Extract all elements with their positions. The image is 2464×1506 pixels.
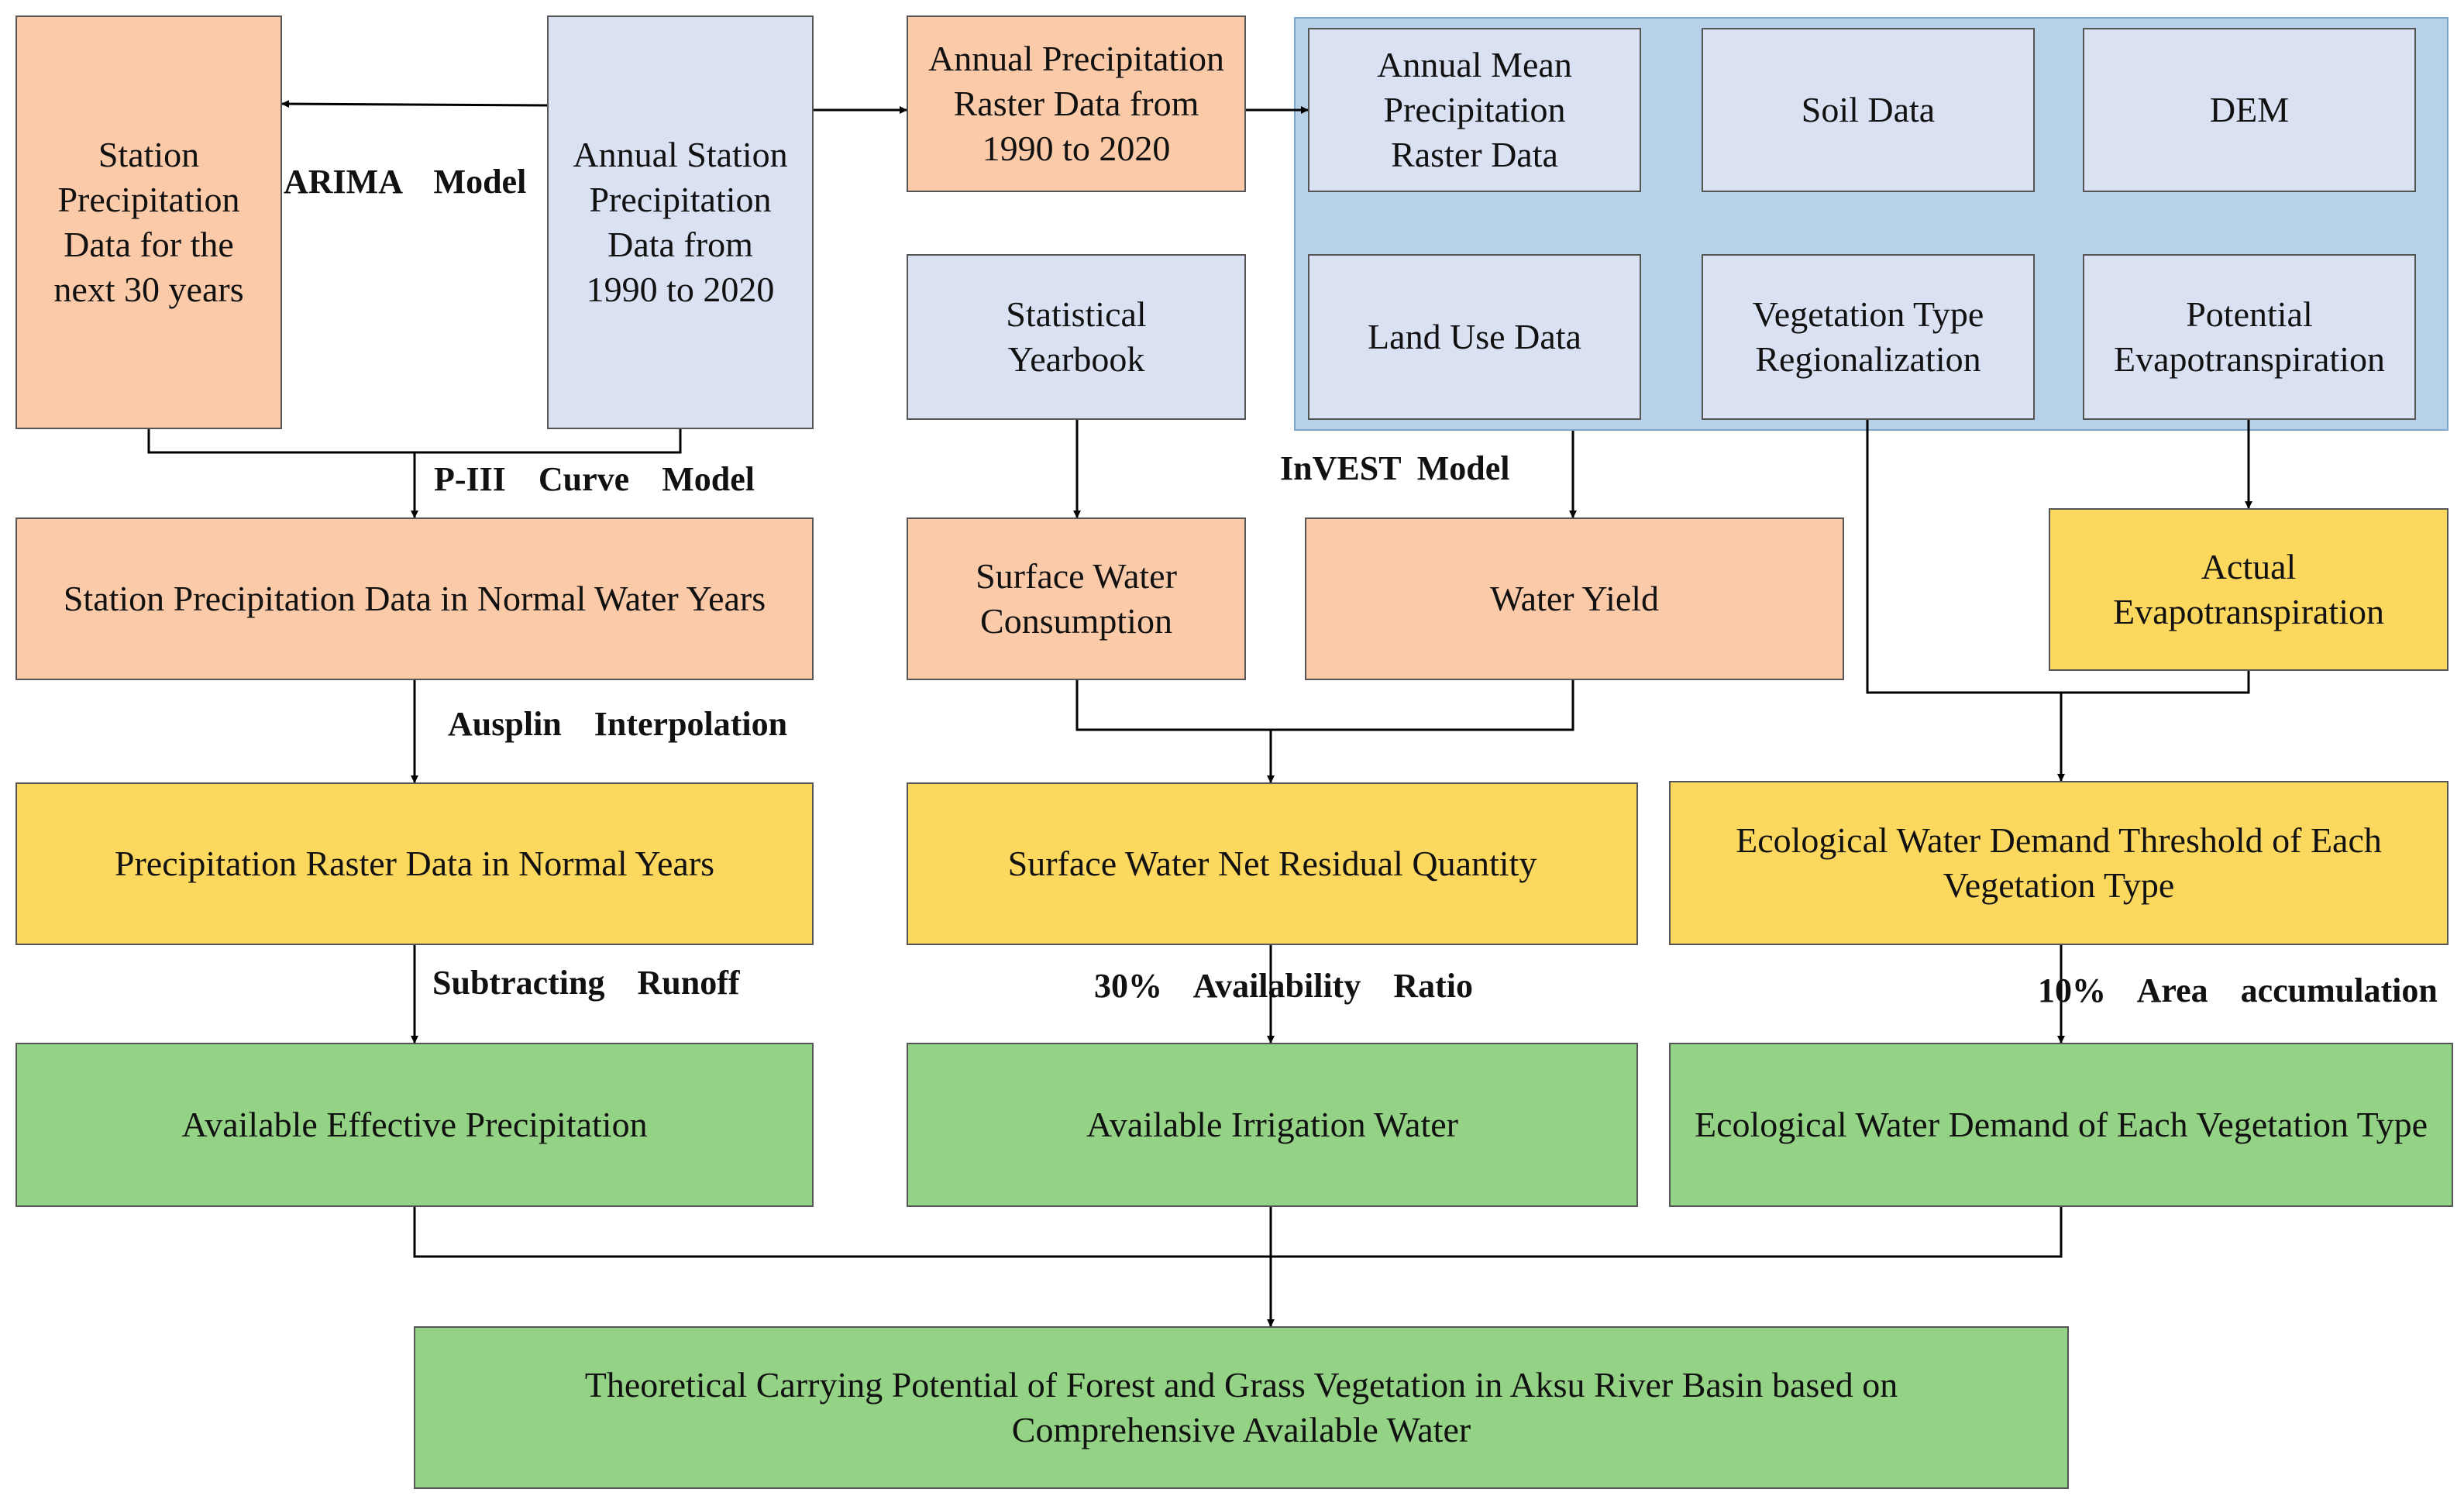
edge-label-invest: InVEST Model	[1280, 449, 1510, 487]
node-eco-water-threshold: Ecological Water Demand Threshold of Eac…	[1669, 781, 2449, 945]
line-eco-merge	[1866, 420, 2250, 694]
line-final-merge	[413, 1207, 2063, 1258]
node-annual-mean-precip-raster: Annual Mean Precipitation Raster Data	[1308, 28, 1641, 192]
node-precip-raster-normal: Precipitation Raster Data in Normal Year…	[15, 782, 814, 945]
node-eco-water-demand: Ecological Water Demand of Each Vegetati…	[1669, 1043, 2453, 1207]
line-p3-merge	[147, 429, 682, 454]
node-dem: DEM	[2083, 28, 2416, 192]
node-station-precip-normal: Station Precipitation Data in Normal Wat…	[15, 517, 814, 680]
node-vegetation-type-regionalization: Vegetation Type Regionalization	[1702, 254, 2035, 420]
edge-label-p3-curve: P-III Curve Model	[434, 460, 755, 498]
node-station-precip-30y: Station Precipitation Data for the next …	[15, 15, 282, 429]
node-surface-water-net-residual: Surface Water Net Residual Quantity	[907, 782, 1638, 945]
line-residual-merge	[1075, 680, 1574, 731]
node-water-yield: Water Yield	[1305, 517, 1844, 680]
node-available-irrigation-water: Available Irrigation Water	[907, 1043, 1638, 1207]
edge-label-ausplin: Ausplin Interpolation	[448, 705, 788, 743]
edge-label-subtracting-runoff: Subtracting Runoff	[432, 964, 740, 1002]
edge-label-arima: ARIMA Model	[284, 163, 527, 201]
node-actual-evapotranspiration: Actual Evapotranspiration	[2049, 508, 2449, 671]
edge-label-availability-ratio: 30% Availability Ratio	[1094, 967, 1473, 1005]
node-potential-evapotranspiration: Potential Evapotranspiration	[2083, 254, 2416, 420]
node-annual-precip-raster: Annual Precipitation Raster Data from 19…	[907, 15, 1246, 192]
node-soil-data: Soil Data	[1702, 28, 2035, 192]
node-surface-water-consumption: Surface Water Consumption	[907, 517, 1246, 680]
arrow-arima	[281, 100, 548, 108]
node-theoretical-carrying-potential: Theoretical Carrying Potential of Forest…	[414, 1326, 2069, 1489]
edge-label-area-accumulation: 10% Area accumulation	[2038, 971, 2438, 1009]
node-available-effective-precip: Available Effective Precipitation	[15, 1043, 814, 1207]
node-statistical-yearbook: Statistical Yearbook	[907, 254, 1246, 420]
node-land-use-data: Land Use Data	[1308, 254, 1641, 420]
node-annual-station-precip: Annual Station Precipitation Data from 1…	[547, 15, 814, 429]
